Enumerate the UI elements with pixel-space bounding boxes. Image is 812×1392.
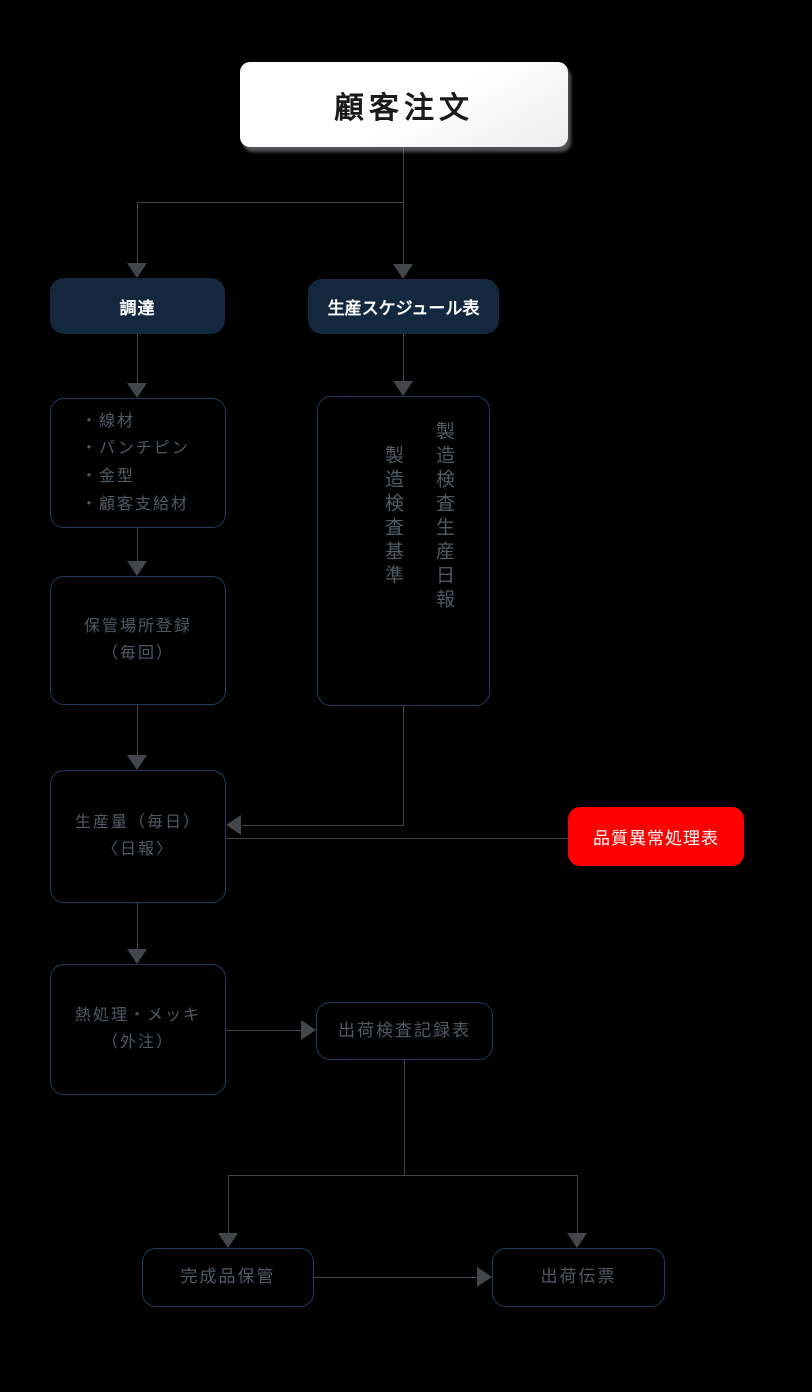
production-volume-line: 生産量（毎日） [74, 814, 201, 832]
connector-storage-volume [137, 705, 138, 756]
arrowhead-to-storage [127, 561, 147, 576]
quality-abnormality-label: 品質異常処理表 [593, 829, 719, 848]
arrowhead-to-materials [127, 383, 147, 398]
production-schedule-label: 生産スケジュール表 [327, 299, 480, 318]
shipping-slip-label: 出荷伝票 [540, 1267, 617, 1287]
arrowhead-to-procurement [127, 263, 147, 278]
connector-to-schedule [403, 202, 404, 265]
arrowhead-finished-to-slip [477, 1267, 492, 1287]
node-procurement: 調達 [50, 278, 225, 334]
connector-volume-heat [137, 903, 138, 950]
arrowhead-to-schedule [393, 264, 413, 279]
node-heat-treatment: 熱処理・メッキ （外注） [50, 964, 226, 1095]
arrowhead-to-slip [567, 1233, 587, 1248]
production-volume-line: 〈日報〉 [101, 840, 174, 858]
node-quality-abnormality: 品質異常処理表 [568, 807, 744, 866]
materials-line: ・顧客支給材 [81, 495, 190, 513]
node-production-volume: 生産量（毎日） 〈日報〉 [50, 770, 226, 903]
storage-registration-line: 保管場所登録 [83, 618, 192, 636]
connector-to-finished [228, 1175, 229, 1234]
arrowhead-to-volume [127, 755, 147, 770]
connector-procurement-materials [137, 334, 138, 384]
docs-column-inspection-standards: 製造検査基準 [382, 445, 403, 589]
arrowhead-to-finished [218, 1233, 238, 1248]
node-finished-goods: 完成品保管 [142, 1248, 314, 1307]
heat-treatment-line: 熱処理・メッキ [74, 1007, 201, 1025]
customer-order-label: 顧客注文 [334, 91, 474, 125]
finished-goods-label: 完成品保管 [180, 1267, 276, 1287]
node-shipping-slip: 出荷伝票 [492, 1248, 665, 1307]
materials-line: ・線材 [81, 412, 136, 430]
docs-column-production-daily-report: 製造検査生産日報 [433, 421, 454, 613]
arrowhead-docs-to-volume [226, 815, 241, 835]
node-storage-registration: 保管場所登録 （毎回） [50, 576, 226, 705]
connector-docs-to-volume [242, 825, 404, 826]
connector-to-slip [577, 1175, 578, 1234]
arrowhead-to-heat [127, 949, 147, 964]
node-manufacturing-docs: 製造検査生産日報 製造検査基準 [317, 396, 490, 706]
procurement-label: 調達 [119, 298, 156, 318]
storage-registration-line: （毎回） [101, 644, 174, 662]
connector-to-procurement [137, 202, 138, 264]
connector-finished-to-slip [314, 1277, 478, 1278]
materials-line: ・金型 [81, 468, 136, 485]
node-shipping-inspection: 出荷検査記録表 [316, 1002, 493, 1060]
connector-schedule-docs [403, 334, 404, 382]
heat-treatment-line: （外注） [101, 1033, 174, 1051]
connector-materials-storage [137, 528, 138, 562]
shipping-inspection-label: 出荷検査記録表 [338, 1020, 471, 1040]
node-customer-order: 顧客注文 [240, 62, 568, 147]
connector-order-branch [137, 202, 404, 203]
arrowhead-to-docs [393, 381, 413, 396]
connector-inspection-branch [228, 1175, 577, 1176]
node-production-schedule: 生産スケジュール表 [308, 279, 499, 334]
arrowhead-to-inspection [301, 1020, 316, 1040]
connector-heat-to-inspection [226, 1030, 302, 1031]
materials-line: ・パンチピン [81, 440, 190, 458]
connector-order-stem [403, 147, 404, 202]
manufacturing-docs-vertical-text: 製造検査生産日報 製造検査基準 [351, 397, 489, 613]
node-materials-list: ・線材 ・パンチピン ・金型 ・顧客支給材 [50, 398, 226, 528]
connector-docs-down [403, 706, 404, 825]
connector-inspection-stem [404, 1060, 405, 1175]
connector-quality-to-volume [226, 838, 568, 839]
